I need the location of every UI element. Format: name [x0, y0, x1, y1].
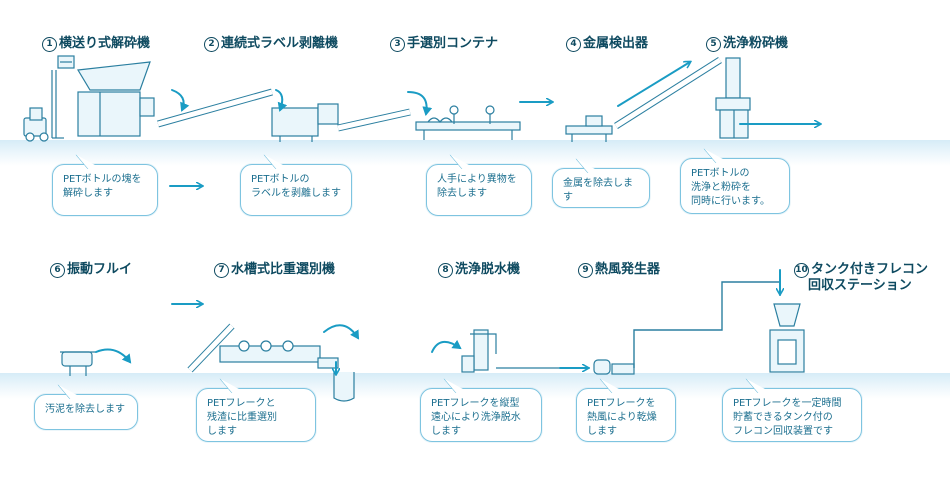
step-10-title-line2: 回収ステーション	[808, 278, 912, 293]
wash-crusher-icon	[715, 57, 751, 139]
step-3-description: 人手により異物を 除去します	[426, 164, 532, 216]
step-9-description: PETフレークを 熱風により乾燥 します	[576, 388, 676, 442]
water-tank-separator-icon	[187, 323, 355, 402]
metal-detector-icon	[565, 115, 613, 142]
forklift-icon	[23, 55, 75, 142]
step-8-number: 8	[438, 263, 453, 278]
step-4-description: 金属を除去します	[552, 168, 650, 208]
step-7-number: 7	[214, 263, 229, 278]
step-2-description: PETボトルの ラベルを剥離します	[240, 164, 352, 216]
step-8-description: PETフレークを縦型 遠心により洗浄脱水 します	[420, 388, 542, 442]
hot-air-generator-icon	[593, 359, 635, 375]
dewatering-machine-icon	[461, 329, 590, 373]
step-5-description: PETボトルの 洗浄と粉砕を 同時に行います。	[680, 158, 790, 214]
transport-pipe	[633, 281, 781, 368]
step-5-number: 5	[706, 37, 721, 52]
step-9-number: 9	[578, 263, 593, 278]
step-10-description: PETフレークを一定時間 貯蓄できるタンク付の フレコン回収装置です	[722, 388, 862, 442]
label-remover-icon	[271, 103, 339, 142]
step-6-description: 汚泥を除去します	[34, 394, 138, 430]
step-7-description: PETフレークと 残渣に比重選別 します	[196, 388, 316, 442]
step-3-number: 3	[390, 37, 405, 52]
step-10-number: 10	[794, 263, 809, 278]
floor-band-row1	[0, 140, 950, 166]
vibrating-screen-icon	[60, 351, 96, 376]
crusher-machine-icon	[77, 61, 155, 137]
step-4-number: 4	[566, 37, 581, 52]
step-6-number: 6	[50, 263, 65, 278]
step-2-number: 2	[204, 37, 219, 52]
step-1-number: 1	[42, 37, 57, 52]
sorting-table-icon	[415, 105, 521, 140]
step-1-description: PETボトルの塊を 解砕します	[52, 164, 158, 216]
flecon-station-icon	[769, 303, 805, 373]
